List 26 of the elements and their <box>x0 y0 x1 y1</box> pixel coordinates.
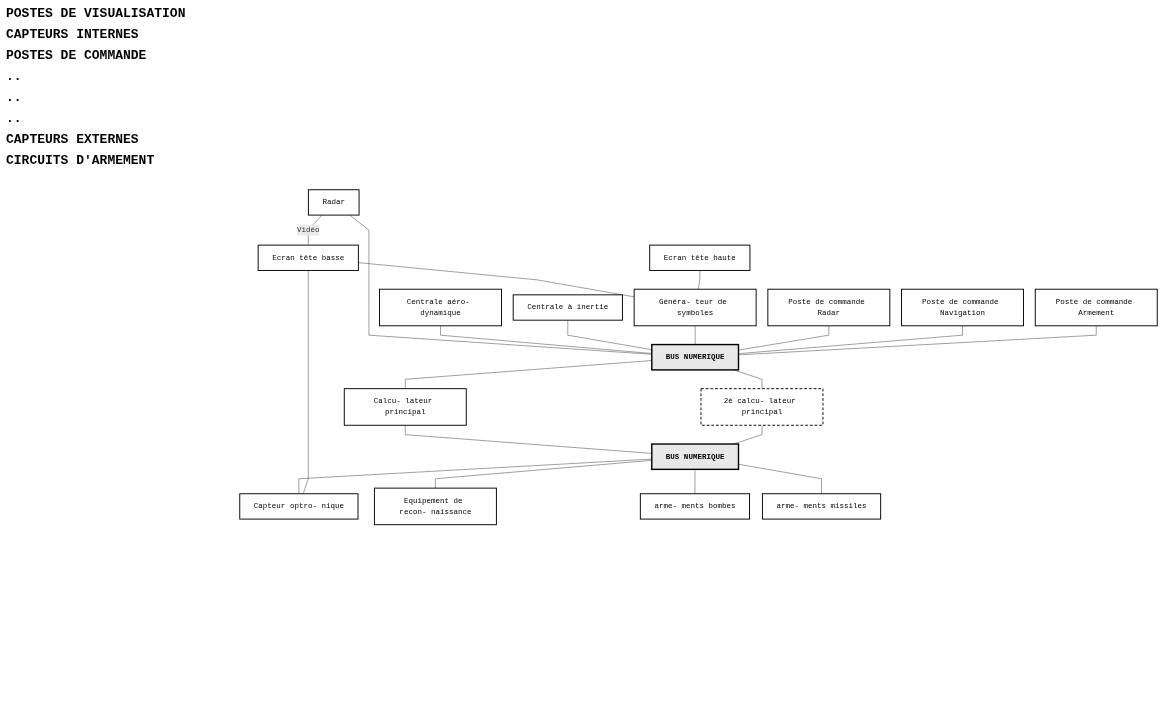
group-caption: .. <box>6 111 23 126</box>
connector <box>440 325 652 354</box>
connector <box>738 325 1097 356</box>
group-caption: .. <box>6 69 23 84</box>
connector <box>698 270 701 290</box>
connector <box>298 459 652 495</box>
group-caption: CIRCUITS D'ARMEMENT <box>6 153 156 168</box>
connector <box>738 325 963 355</box>
connector <box>405 425 652 454</box>
connector <box>302 270 309 495</box>
connector <box>308 215 323 246</box>
group-caption: POSTES DE VISUALISATION <box>6 6 187 21</box>
connector <box>567 320 652 351</box>
group-caption: CAPTEURS EXTERNES <box>6 132 140 147</box>
connector <box>405 360 652 390</box>
group-caption: .. <box>6 90 23 105</box>
connector <box>738 325 830 351</box>
group-caption: POSTES DE COMMANDE <box>6 48 148 63</box>
connector <box>733 425 763 445</box>
connector <box>738 464 822 495</box>
group-caption: CAPTEURS INTERNES <box>6 27 140 42</box>
connector <box>358 262 635 298</box>
connector <box>349 215 652 355</box>
connector <box>435 460 652 489</box>
connector <box>694 469 696 495</box>
connector <box>694 325 696 346</box>
